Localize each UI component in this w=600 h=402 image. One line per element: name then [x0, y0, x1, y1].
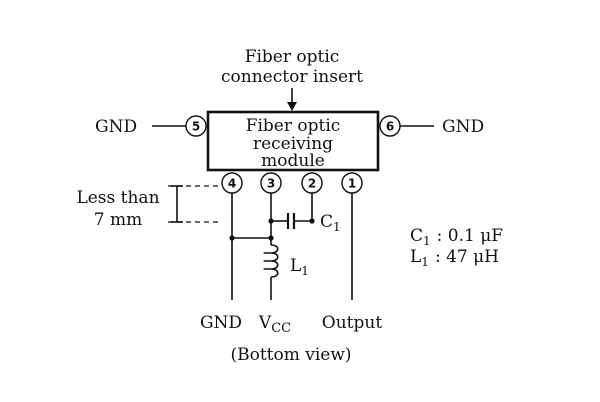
c1-value-row: C1: 0.1 μF — [410, 226, 503, 248]
insert-label-line2: connector insert — [221, 67, 363, 87]
junction-gnd — [229, 235, 235, 241]
module-label-line1: Fiber optic — [246, 116, 341, 136]
right-gnd-label: GND — [442, 117, 484, 137]
view-caption: (Bottom view) — [230, 345, 351, 365]
module-label-line3: module — [261, 151, 325, 171]
capacitor-label: C1 — [320, 212, 341, 234]
insert-label-line1: Fiber optic — [245, 47, 340, 67]
pin3-number: 3 — [267, 177, 275, 191]
left-gnd-label: GND — [95, 117, 137, 137]
bottom-output-label: Output — [322, 313, 383, 333]
insert-arrow-head — [287, 102, 297, 111]
bottom-gnd-label: GND — [200, 313, 242, 333]
bottom-vcc-label: VCC — [258, 313, 291, 336]
inductor-label: L1 — [290, 256, 309, 278]
inductor-coil — [263, 244, 279, 278]
module-label-line2: receiving — [253, 134, 333, 154]
pin4-number: 4 — [228, 177, 236, 191]
pin1-number: 1 — [348, 177, 356, 191]
dimension-line1: Less than — [76, 188, 159, 208]
pin6-number: 6 — [386, 120, 394, 134]
junction-node — [268, 235, 274, 241]
pin5-circle — [185, 115, 207, 137]
module-box — [206, 110, 380, 172]
dimension-line2: 7 mm — [94, 210, 142, 230]
l1-value-row: L1: 47 μH — [410, 247, 499, 269]
pin2-number: 2 — [308, 177, 316, 191]
pin5-number: 5 — [192, 120, 200, 134]
